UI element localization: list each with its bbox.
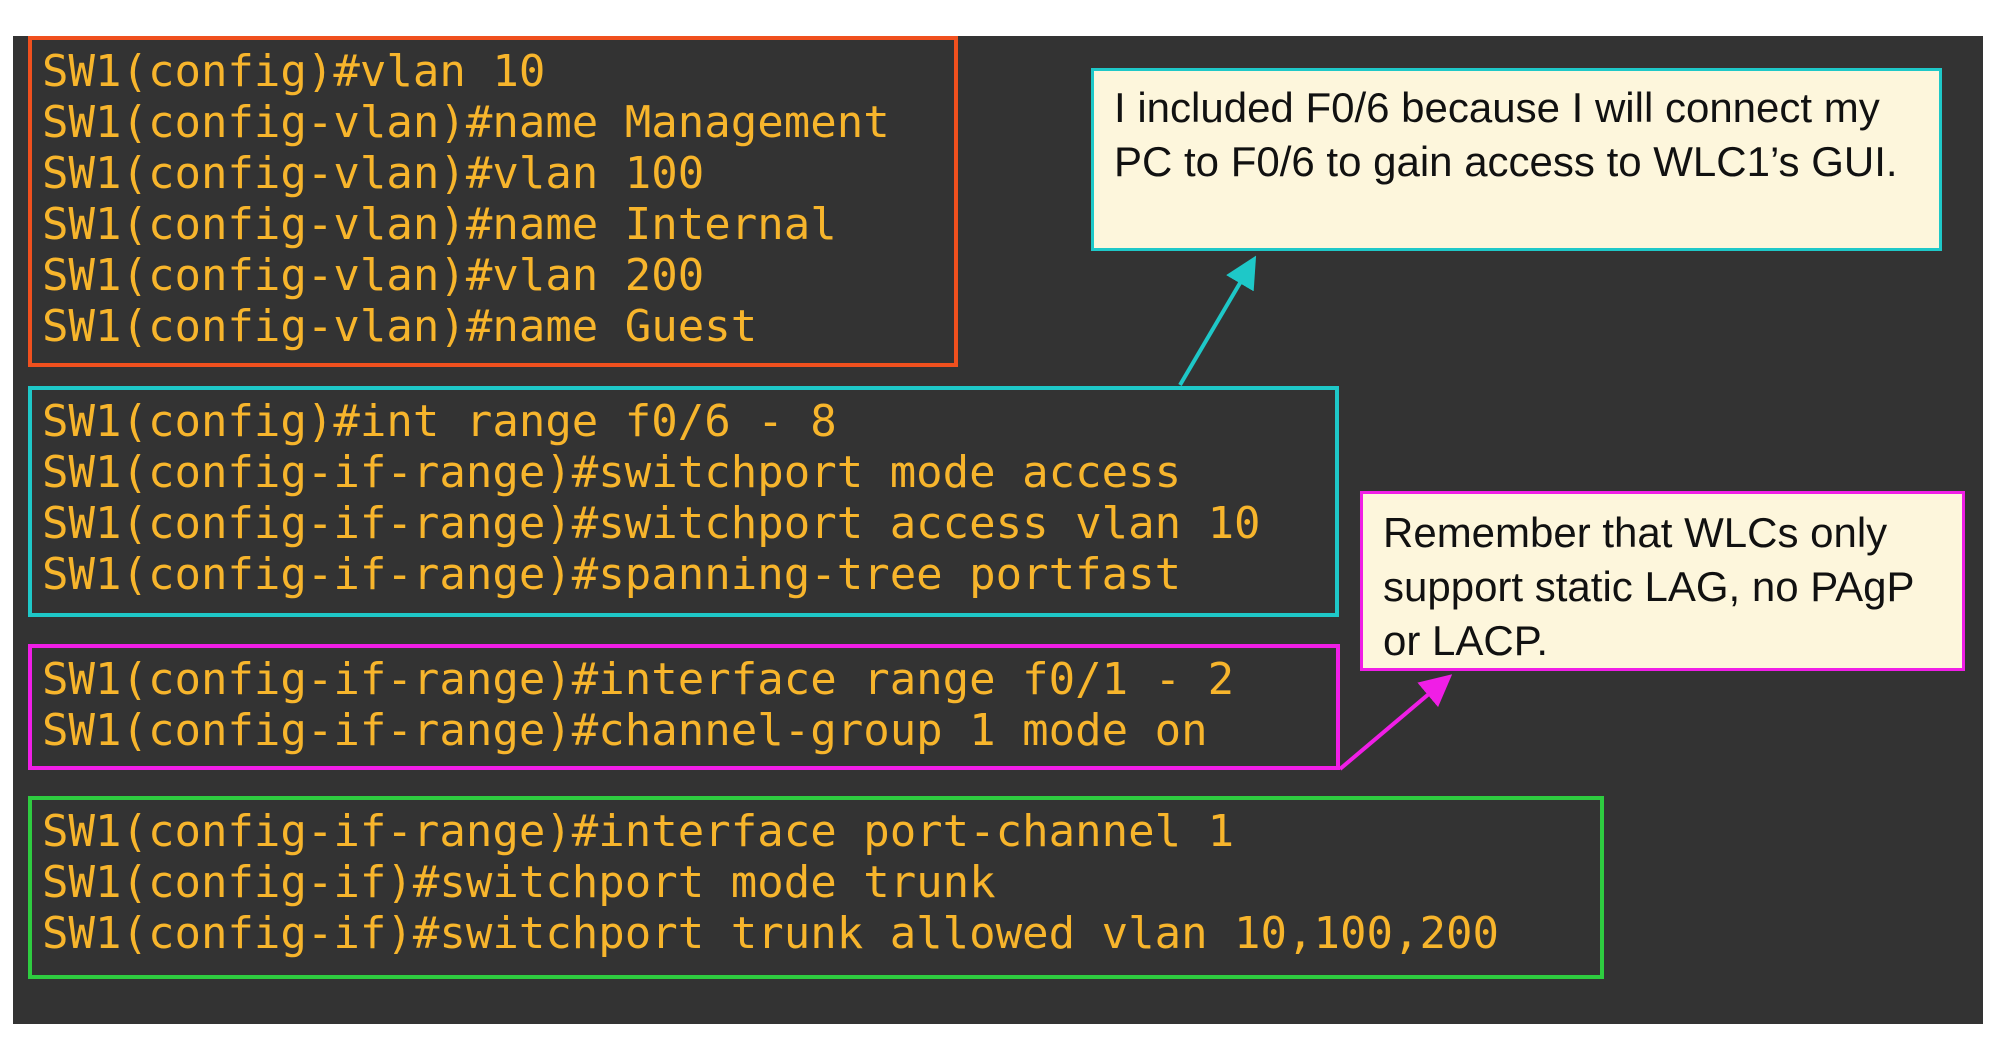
cli-line: SW1(config-vlan)#name Management bbox=[42, 97, 890, 148]
cli-line: SW1(config-vlan)#vlan 200 bbox=[42, 250, 705, 301]
note-f06-gui-access: I included F0/6 because I will connect m… bbox=[1091, 68, 1942, 251]
cli-line: SW1(config-if)#switchport mode trunk bbox=[42, 857, 996, 908]
cli-line: SW1(config-if-range)#switchport mode acc… bbox=[42, 447, 1182, 498]
cli-line: SW1(config-vlan)#name Guest bbox=[42, 301, 758, 352]
cli-line: SW1(config-if-range)#spanning-tree portf… bbox=[42, 549, 1182, 600]
port-channel-config-block: SW1(config-if-range)#interface port-chan… bbox=[28, 796, 1604, 979]
cli-line: SW1(config-if)#switchport trunk allowed … bbox=[42, 908, 1499, 959]
cli-line: SW1(config)#vlan 10 bbox=[42, 46, 546, 97]
access-port-config-block: SW1(config)#int range f0/6 - 8 SW1(confi… bbox=[28, 386, 1339, 617]
cli-line: SW1(config-if-range)#channel-group 1 mod… bbox=[42, 705, 1208, 756]
channel-group-config-block: SW1(config-if-range)#interface range f0/… bbox=[28, 644, 1340, 770]
note-wlc-static-lag: Remember that WLCs only support static L… bbox=[1360, 491, 1965, 671]
cli-line: SW1(config-if-range)#interface range f0/… bbox=[42, 654, 1235, 705]
cli-line: SW1(config-vlan)#name Internal bbox=[42, 199, 837, 250]
cyan-arrow bbox=[1178, 255, 1257, 387]
cli-line: SW1(config-if-range)#switchport access v… bbox=[42, 498, 1261, 549]
cli-line: SW1(config-if-range)#interface port-chan… bbox=[42, 806, 1235, 857]
vlan-config-block: SW1(config)#vlan 10 SW1(config-vlan)#nam… bbox=[28, 36, 958, 367]
cli-line: SW1(config-vlan)#vlan 100 bbox=[42, 148, 705, 199]
magenta-arrow bbox=[1338, 674, 1453, 771]
cli-line: SW1(config)#int range f0/6 - 8 bbox=[42, 396, 837, 447]
